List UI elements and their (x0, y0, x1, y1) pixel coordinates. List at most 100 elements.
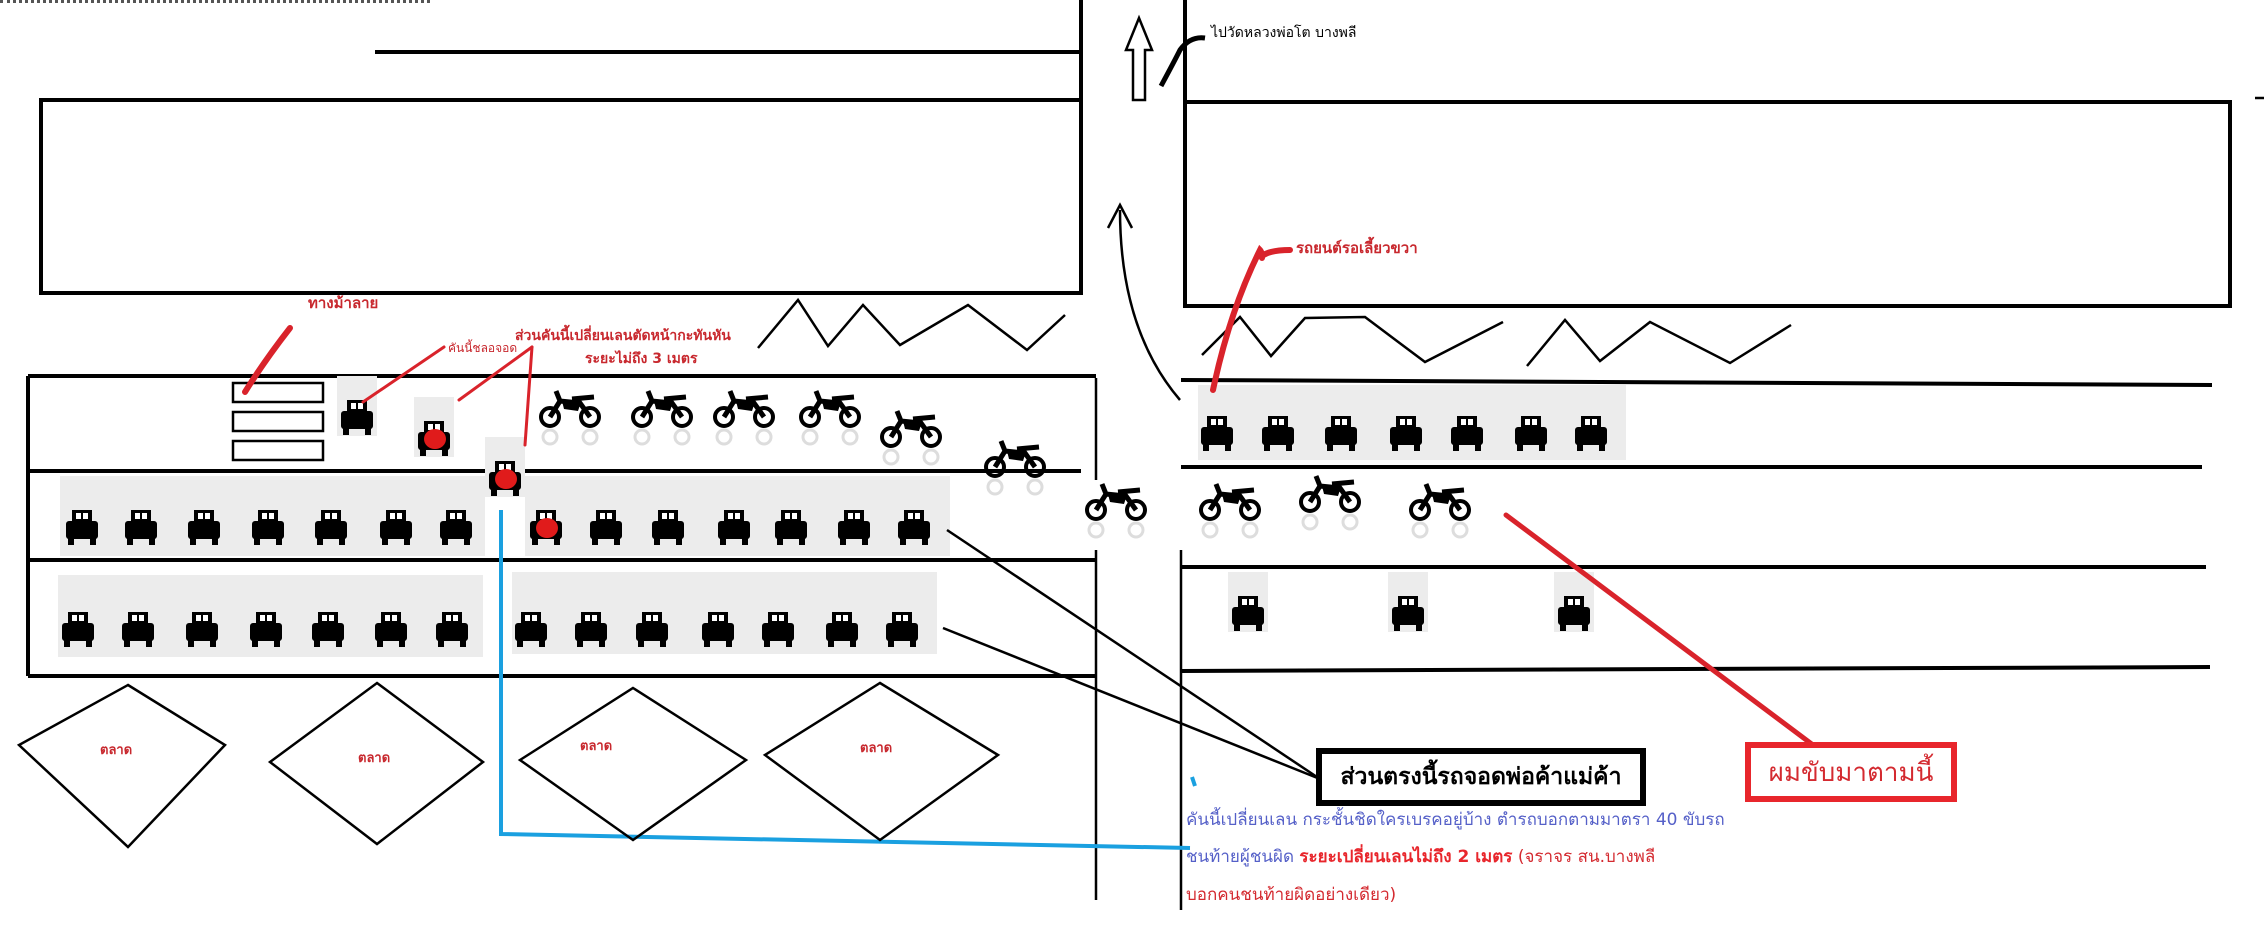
car-icon (66, 510, 98, 545)
upper-right-block (1183, 100, 2232, 308)
car-icon (1554, 572, 1594, 632)
car-icon (898, 510, 930, 545)
car-icon (414, 397, 454, 457)
market-label: ตลาด (100, 743, 132, 758)
note-line-2: ชนท้ายผู้ชนผิด ระยะเปลี่ยนเลนไม่ถึง 2 เม… (1186, 843, 1655, 870)
zebra-stripe (231, 381, 325, 404)
car-icon (252, 510, 284, 545)
note-line-2-suffix: (จราจร สน.บางพลี (1512, 847, 1656, 867)
right-lane-bottom (1180, 665, 2211, 673)
slowing-car-pointer (361, 345, 446, 404)
lane-change-label-line2: ระยะไม่ถึง 3 เมตร (585, 349, 698, 367)
car-icon (337, 376, 377, 436)
car-icon (62, 612, 94, 647)
market-stall (762, 681, 1001, 842)
car-icon (575, 612, 607, 647)
right-turn-label: รถยนต์รอเลี้ยวขวา (1296, 236, 1418, 257)
car-icon (250, 612, 282, 647)
car-icon (652, 510, 684, 545)
note-line-1: คันนี้เปลี่ยนเลน กระชั้นชิดใครเบรคอยู่บ้… (1186, 810, 1725, 830)
motorcycle-icon (1299, 475, 1361, 531)
turn-arrow-head-icon (1106, 202, 1134, 229)
zebra-stripe (231, 439, 325, 462)
vendor-pointer-2 (942, 626, 1321, 781)
zebra-crossing-label: ทางม้าลาย (308, 294, 378, 312)
car-icon (1262, 416, 1294, 451)
car-icon (636, 612, 668, 647)
note-line-2-emphasis: ระยะเปลี่ยนเลนไม่ถึง 2 เมตร (1299, 847, 1513, 867)
right-lane-top (1180, 378, 2213, 387)
car-icon (186, 612, 218, 647)
motorcycle-icon (984, 440, 1046, 496)
motorcycle-icon (880, 410, 942, 466)
note-line-2-prefix: ชนท้ายผู้ชนผิด (1186, 847, 1300, 867)
market-stall (517, 686, 749, 842)
car-icon (1515, 416, 1547, 451)
zigzag-marking-right-1 (1201, 315, 1504, 364)
car-icon (1325, 416, 1357, 451)
car-icon (886, 612, 918, 647)
slowing-car-label: คันนี้ชลอจอด (448, 339, 517, 355)
upper-left-block (39, 98, 1083, 295)
car-icon (188, 510, 220, 545)
car-icon (380, 510, 412, 545)
car-icon (312, 612, 344, 647)
zigzag-marking-right-2 (1526, 318, 1792, 367)
destination-label: ไปวัดหลวงพ่อโต บางพลี (1210, 24, 1356, 41)
car-icon (315, 510, 347, 545)
motorcycle-icon (1199, 483, 1261, 539)
vehicles-layer (58, 376, 1626, 657)
lane-change-label-line1: ส่วนคันนี้เปลี่ยนเลนตัดหน้ากะทันหัน (515, 324, 731, 344)
car-icon (718, 510, 750, 545)
my-path-callout: ผมขับมาตามนี้ (1745, 742, 1957, 802)
zigzag-marking-left (757, 297, 1066, 352)
destination-pointer (1158, 35, 1206, 88)
car-icon (530, 510, 562, 545)
my-path-pointer (1503, 512, 1820, 751)
blue-dot (1190, 776, 1197, 787)
car-icon (515, 612, 547, 647)
car-icon (702, 612, 734, 647)
motorcycle-icon (713, 390, 775, 446)
car-icon (440, 510, 472, 545)
zebra-pointer (242, 325, 293, 395)
vendor-parking-label: ส่วนตรงนี้รถจอดพ่อค้าแม่ค้า (1340, 764, 1622, 790)
motorcycle-icon (539, 390, 601, 446)
note-line-3: บอกคนชนท้ายผิดอย่างเดียว) (1186, 885, 1397, 905)
car-icon (826, 612, 858, 647)
car-icon (1201, 416, 1233, 451)
vendor-pointer-1 (946, 528, 1321, 781)
car-icon (1575, 416, 1607, 451)
market-label: ตลาด (580, 739, 612, 754)
market-label: ตลาด (358, 751, 390, 766)
car-icon (762, 612, 794, 647)
lane-change-path (499, 510, 1191, 850)
car-icon (1451, 416, 1483, 451)
straight-arrow-icon (1124, 14, 1154, 102)
car-icon (775, 510, 807, 545)
car-icon (1388, 572, 1428, 632)
turn-path-curve (1118, 209, 1181, 401)
car-icon (1390, 416, 1422, 451)
car-icon (125, 510, 157, 545)
motorcycle-icon (631, 390, 693, 446)
market-label: ตลาด (860, 741, 892, 756)
market-stall (16, 683, 227, 849)
car-icon (375, 612, 407, 647)
market-stall (267, 681, 486, 846)
motorcycle-icon (799, 390, 861, 446)
car-icon (838, 510, 870, 545)
car-icon (1228, 572, 1268, 632)
car-icon (590, 510, 622, 545)
motorcycle-icon (1085, 483, 1147, 539)
zebra-stripe (231, 410, 325, 433)
motorcycle-icon (1409, 483, 1471, 539)
vendor-parking-callout: ส่วนตรงนี้รถจอดพ่อค้าแม่ค้า (1316, 748, 1646, 806)
lane-change-pointer-2 (523, 345, 534, 447)
my-path-label: ผมขับมาตามนี้ (1768, 757, 1934, 788)
right-turn-pointer (1210, 244, 1293, 393)
car-icon (436, 612, 468, 647)
car-icon (485, 437, 525, 497)
lane-change-pointer-1 (457, 345, 534, 402)
